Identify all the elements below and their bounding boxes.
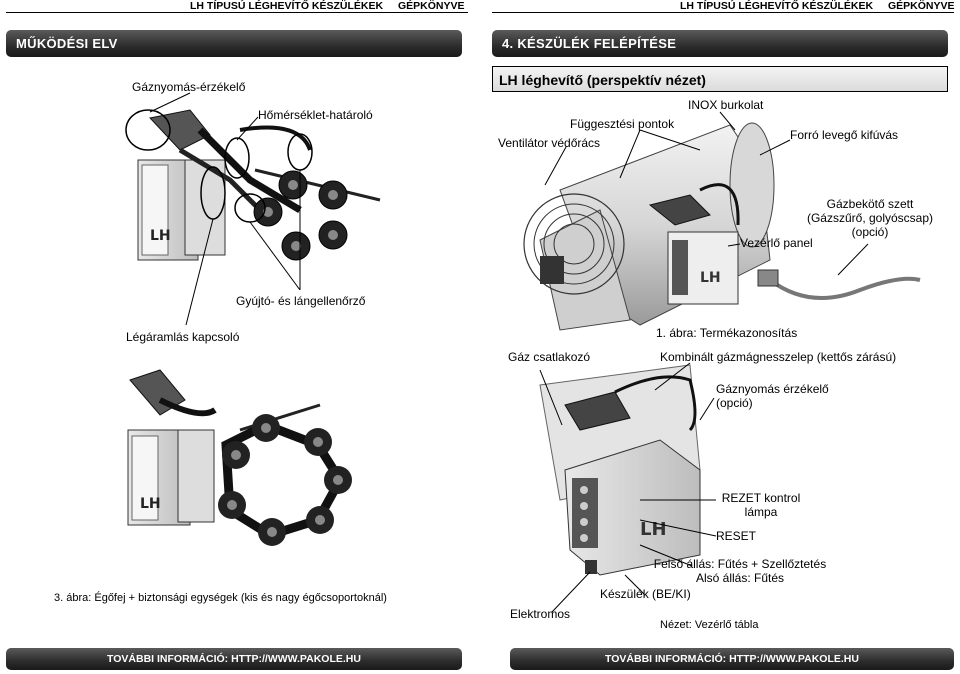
label-reset: RESET: [716, 529, 757, 543]
svg-text:LH: LH: [700, 270, 721, 286]
label-mode-2: Alsó állás: Fűtés: [695, 571, 785, 585]
left-section-bar: MŰKÖDÉSI ELV: [6, 30, 462, 57]
label-fan-guard: Ventilátor védőrács: [498, 136, 601, 150]
label-electrical: Elektromos: [510, 607, 571, 621]
leader-reset: [639, 519, 717, 537]
label-ignition-flame: Gyújtó- és lángellenőrző: [236, 294, 366, 308]
heater-perspective-illustration: LH: [523, 122, 921, 331]
perspective-title-box: LH léghevítő (perspektív nézet): [492, 66, 948, 92]
leader-ignition-1: [249, 221, 301, 291]
leader-control-panel: [727, 243, 741, 247]
right-header-title: LH TÍPUSÚ LÉGHEVÍTŐ KÉSZÜLÉKEK: [680, 0, 874, 12]
leader-combo-valve: [654, 362, 691, 391]
label-reset-lamp-1: REZET kontrol: [721, 491, 801, 505]
left-header-rule: [6, 12, 468, 13]
label-gas-sensor-1: Gáznyomás érzékelő: [716, 382, 829, 396]
label-gas-kit-2: (Gázszűrő, golyóscsap): [806, 211, 934, 225]
right-header-manual: GÉPKÖNYVE: [888, 0, 955, 12]
label-mode-1: Felső állás: Fűtés + Szellőztetés: [653, 557, 827, 571]
svg-text:LH: LH: [140, 496, 161, 512]
leader-fan-guard: [544, 146, 567, 186]
svg-text:LH: LH: [640, 519, 667, 540]
leader-gas-connector: [539, 369, 563, 426]
left-header-title: LH TÍPUSÚ LÉGHEVÍTŐ KÉSZÜLÉKEK: [190, 0, 384, 12]
leader-gas-sensor-opt: [699, 397, 715, 421]
leader-mode: [639, 544, 693, 567]
leader-suspension-1: [619, 129, 641, 179]
burner-assembly-top-illustration: LH: [125, 109, 381, 261]
label-gas-connector: Gáz csatlakozó: [508, 350, 591, 364]
leader-gas-kit: [837, 243, 869, 276]
control-panel-illustration: LH: [539, 364, 701, 576]
leader-electrical: [551, 571, 591, 613]
right-section-bar: 4. KÉSZÜLÉK FELÉPÍTÉSE: [492, 30, 948, 57]
label-gas-pressure-sensor: Gáznyomás-érzékelő: [132, 80, 246, 94]
label-hot-air: Forró levegő kifúvás: [790, 128, 899, 142]
figure-3-caption: 3. ábra: Égőfej + biztonsági egységek (k…: [54, 592, 387, 604]
burner-assembly-bottom-illustration: LH: [127, 369, 352, 546]
right-footer-text: TOVÁBBI INFORMÁCIÓ: HTTP://WWW.PAKOLE.HU: [605, 653, 859, 665]
leader-airflow: [185, 218, 214, 326]
leader-inox: [719, 111, 736, 131]
leader-device-switch: [624, 574, 645, 595]
label-gas-kit-1: Gázbekötő szett: [826, 197, 914, 211]
perspective-title: LH léghevítő (perspektív nézet): [499, 72, 706, 88]
label-gas-sensor-2: (opció): [716, 396, 753, 410]
left-header-manual: GÉPKÖNYVE: [398, 0, 465, 12]
left-footer-bar: TOVÁBBI INFORMÁCIÓ: HTTP://WWW.PAKOLE.HU: [6, 648, 462, 670]
leader-temp-limiter: [236, 116, 259, 141]
label-control-panel: Vezérlő panel: [740, 236, 813, 250]
label-airflow-switch: Légáramlás kapcsoló: [126, 330, 240, 344]
right-footer-bar: TOVÁBBI INFORMÁCIÓ: HTTP://WWW.PAKOLE.HU: [510, 648, 954, 670]
view-caption: Nézet: Vezérlő tábla: [660, 619, 759, 631]
leader-suspension-2: [639, 129, 701, 151]
leader-hot-air: [759, 139, 791, 156]
svg-text:LH: LH: [150, 228, 171, 244]
label-device-switch: Készülék (BE/KI): [600, 587, 691, 601]
label-inox: INOX burkolat: [688, 98, 764, 112]
leader-gas-sensor: [149, 92, 191, 113]
label-reset-lamp-2: lámpa: [744, 505, 778, 519]
right-header-rule: [492, 12, 954, 13]
label-combo-valve: Kombinált gázmágnesszelep (kettős zárású…: [660, 350, 897, 364]
left-footer-text: TOVÁBBI INFORMÁCIÓ: HTTP://WWW.PAKOLE.HU: [107, 653, 361, 665]
label-gas-kit-3: (opció): [851, 225, 889, 239]
label-temp-limiter: Hőmérséklet-határoló: [258, 108, 373, 122]
label-suspension: Függesztési pontok: [570, 117, 675, 131]
figure-1-caption: 1. ábra: Termékazonosítás: [656, 326, 798, 340]
